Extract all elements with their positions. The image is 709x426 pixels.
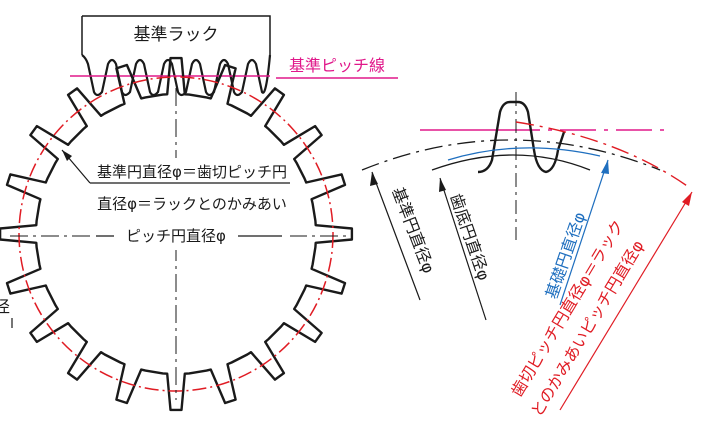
arc-reference <box>361 139 661 171</box>
arc-reference-label: 基準円直径φ <box>388 185 438 276</box>
arc-root <box>431 154 591 171</box>
pitch-line-label: 基準ピッチ線 <box>289 56 385 75</box>
ref-circle-label-line3: ピッチ円直径φ <box>126 227 226 245</box>
arrowhead-base <box>601 160 609 174</box>
leader-base <box>559 159 609 306</box>
arc-base <box>447 147 601 161</box>
arrowhead-cutting <box>682 192 692 206</box>
gear-profile <box>0 56 354 412</box>
arrowhead-reference <box>370 172 378 186</box>
ref-label-arrowhead <box>62 150 72 161</box>
ref-label-box <box>90 158 290 250</box>
rack-title: 基準ラック <box>134 25 219 45</box>
arrowhead-root <box>439 178 446 192</box>
leader-root <box>439 177 487 321</box>
ref-circle-label-line1: 基準円直径φ＝歯切ピッチ円 <box>97 163 287 181</box>
detail-tooth-profile <box>477 100 566 174</box>
arc-cutting <box>515 121 691 189</box>
leader-cutting <box>559 191 693 411</box>
rack-teeth <box>81 54 272 97</box>
left-edge-fragment: 径 <box>0 297 10 316</box>
leader-reference <box>371 171 421 301</box>
ref-circle-label-line2: 直径φ＝ラックとのかみあい <box>97 195 287 213</box>
rack-outline <box>81 15 271 55</box>
